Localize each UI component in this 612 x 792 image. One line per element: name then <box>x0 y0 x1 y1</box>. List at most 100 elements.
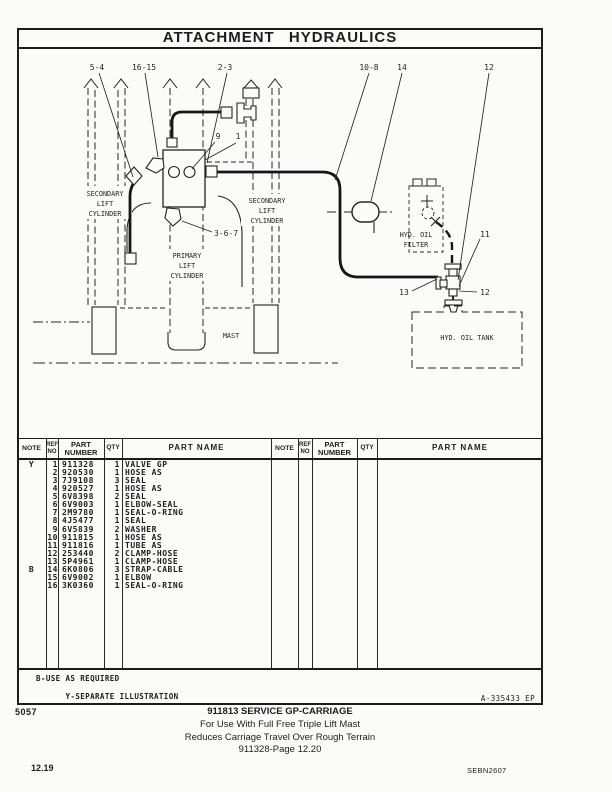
header-part-name-2: PART NAME <box>432 443 488 453</box>
filter-plus <box>421 195 433 207</box>
caption-line-2: For Use With Full Free Triple Lift Mast <box>200 718 360 730</box>
left-hose-end <box>124 252 137 265</box>
cell-qty: 1 <box>114 500 120 510</box>
cell-ref-no: 3 <box>52 475 58 485</box>
cell-note <box>17 542 46 550</box>
table-gridline <box>122 439 123 669</box>
label-filter-1: HYD. OIL <box>400 231 433 239</box>
hose-filter-dashed <box>435 221 454 266</box>
table-gridline <box>104 439 105 669</box>
cell-part-name: SEAL <box>125 516 147 526</box>
cell-ref-no: 13 <box>47 557 58 566</box>
cell-ref-no: 1 <box>52 459 58 469</box>
cell-ref-no: 8 <box>52 516 58 526</box>
label-primary-3: CYLINDER <box>171 272 205 280</box>
header-qty-2: QTY <box>360 444 374 452</box>
table-row: 16 3K0360 1 SEAL-O-RING <box>17 582 271 590</box>
callout-12-mid: 12 <box>480 288 490 297</box>
cylinder-cap <box>242 87 260 99</box>
label-filter-2: FILTER <box>404 241 429 249</box>
table-gridline <box>58 439 59 669</box>
label-primary-2: LIFT <box>179 262 195 270</box>
cell-qty: 1 <box>114 557 120 566</box>
tank-box <box>411 305 523 369</box>
header-part-name: PART NAME <box>168 443 225 453</box>
cell-part-name: SEAL-O-RING <box>125 508 184 518</box>
cell-ref-no: 2 <box>52 467 58 477</box>
filter-x <box>430 216 441 227</box>
valve-port-circle-right <box>183 165 196 179</box>
cell-part-number: 253440 <box>62 548 94 558</box>
table-gridline <box>298 439 299 669</box>
table-row: 12 253440 2 CLAMP-HOSE <box>17 548 271 558</box>
label-secondary-left-3: CYLINDER <box>89 210 123 218</box>
callout-numbers: 5-4 16-15 2-3 10-8 14 12 9 1 3-6-7 11 13… <box>90 63 494 297</box>
table-row: 9 6V5839 2 WASHER <box>17 524 271 534</box>
cell-qty: 1 <box>114 532 120 542</box>
cell-ref-no: 11 <box>47 540 58 550</box>
label-secondary-right-1: SECONDARY <box>249 197 286 205</box>
header-part-number-2: PART NUMBER <box>318 439 351 457</box>
cell-note <box>17 582 46 590</box>
cell-part-number: 6K0806 <box>62 565 94 575</box>
callout-3-6-7: 3-6-7 <box>214 229 238 238</box>
callout-5-4: 5-4 <box>90 63 105 72</box>
callout-2-3: 2-3 <box>218 63 233 72</box>
cell-part-number: 911328 <box>62 459 94 469</box>
header-underline <box>17 458 543 460</box>
cell-qty: 1 <box>114 516 120 526</box>
table-row: 11 911816 1 TUBE AS <box>17 540 271 550</box>
footnote-strip: B-USE AS REQUIRED Y-SEPARATE ILLUSTRATIO… <box>17 668 543 705</box>
hose-end-fitting <box>220 106 233 119</box>
table-row: 2 920530 1 HOSE AS <box>17 467 271 477</box>
table-gridline <box>357 439 358 669</box>
cell-part-name: HOSE AS <box>125 467 163 477</box>
service-title: 911813 SERVICE GP-CARRIAGE <box>207 706 353 717</box>
table-gridline <box>377 439 378 669</box>
cell-qty: 1 <box>114 467 120 477</box>
cell-part-name: ELBOW <box>125 573 152 583</box>
cell-qty: 2 <box>114 492 120 501</box>
cell-part-name: CLAMP-HOSE <box>125 548 179 558</box>
cell-part-name: SEAL <box>125 492 147 501</box>
label-tank: HYD. OIL TANK <box>440 334 494 342</box>
cell-note <box>17 501 46 509</box>
cell-part-number: 7J9108 <box>62 475 94 485</box>
cell-part-number: 3K0360 <box>62 581 94 591</box>
cell-note <box>17 534 46 542</box>
cell-note <box>17 485 46 493</box>
header-ref-no-2: REF NO <box>299 442 311 455</box>
cell-part-number: 6V8398 <box>62 492 94 501</box>
cell-qty: 1 <box>114 540 120 550</box>
cell-part-number: 6V9003 <box>62 500 94 510</box>
parts-rows: Y 1 911328 1 VALVE GP 2 920530 1 HOSE AS <box>17 459 271 591</box>
callout-1: 1 <box>236 132 241 141</box>
cell-part-name: HOSE AS <box>125 483 163 493</box>
header-note: NOTE <box>22 444 41 452</box>
page-frame <box>17 28 543 705</box>
label-secondary-left-2: LIFT <box>97 200 113 208</box>
callout-12-top: 12 <box>484 63 494 72</box>
valve-body <box>162 149 206 208</box>
cell-qty: 1 <box>114 483 120 493</box>
cell-ref-no: 15 <box>47 573 58 583</box>
header-ref-no: REF NO <box>46 442 58 455</box>
cell-note <box>17 469 46 477</box>
caption-line-4: 911328-Page 12.20 <box>238 744 322 756</box>
valve-port-circle-left <box>167 165 181 179</box>
cell-qty: 3 <box>114 475 120 485</box>
table-row: 4 920527 1 HOSE AS <box>17 483 271 493</box>
coupling-oval <box>351 201 380 223</box>
form-code: 5057 <box>15 707 38 717</box>
cell-note <box>17 526 46 534</box>
dashed-connectors <box>120 161 253 309</box>
cell-part-name: SEAL <box>125 475 147 485</box>
cell-qty: 1 <box>114 573 120 583</box>
filter-box <box>408 185 444 253</box>
cell-qty: 1 <box>114 581 120 591</box>
cell-part-number: 6V5839 <box>62 524 94 534</box>
filter-group <box>408 178 444 253</box>
table-row: 15 6V9002 1 ELBOW <box>17 574 271 582</box>
cell-ref-no: 16 <box>47 581 58 591</box>
